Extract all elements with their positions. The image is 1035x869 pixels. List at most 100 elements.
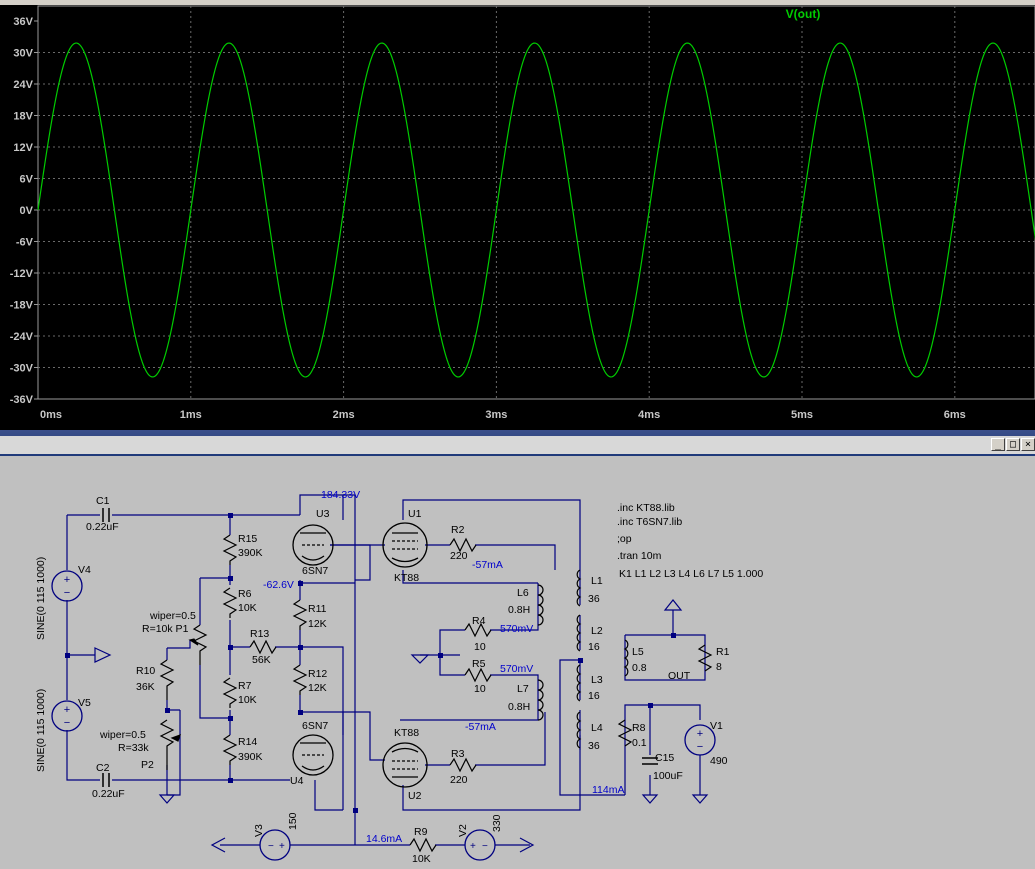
label-l6-value: 0.8H: [508, 604, 530, 616]
voltage-source-v2[interactable]: + −: [464, 829, 496, 861]
label-r2: R2: [451, 524, 465, 536]
inductor-coils[interactable]: [537, 569, 629, 749]
x-tick-label: 1ms: [180, 409, 202, 421]
label-v4: V4: [78, 564, 91, 576]
y-tick-label: 0V: [20, 205, 34, 217]
potentiometer-p1[interactable]: [188, 624, 208, 665]
y-tick-label: 36V: [13, 16, 33, 28]
y-tick-label: -24V: [10, 331, 34, 343]
label-l5: L5: [632, 646, 644, 658]
x-tick-label: 5ms: [791, 409, 813, 421]
y-tick-label: -18V: [10, 300, 34, 312]
trace-label-v-out[interactable]: V(out): [786, 7, 821, 21]
voltage-source-v3[interactable]: − +: [259, 829, 291, 861]
op-u1-current: -57mA: [472, 559, 503, 571]
resistor-zigzags[interactable]: [159, 534, 713, 853]
label-l7-value: 0.8H: [508, 701, 530, 713]
label-v1: V1: [710, 720, 723, 732]
label-r15: R15: [238, 533, 257, 545]
y-tick-label: 18V: [13, 111, 33, 123]
resistor-r7: [222, 677, 238, 708]
label-l7: L7: [517, 683, 529, 695]
potentiometer-p2[interactable]: [159, 719, 181, 770]
inductor-l2: [576, 614, 582, 652]
x-tick-label: 2ms: [333, 409, 355, 421]
trace-v-out[interactable]: [37, 42, 1035, 378]
spice-directives[interactable]: .inc KT88.lib .inc T6SN7.lib ;op .tran 1…: [617, 502, 763, 580]
label-p1-wiper: wiper=0.5: [149, 610, 196, 622]
x-tick-label: 0ms: [40, 409, 62, 421]
y-tick-label: -36V: [10, 394, 34, 406]
schematic-pane[interactable]: _ □ × + −: [0, 430, 1035, 869]
svg-text:−: −: [482, 841, 488, 852]
label-r10: R10: [136, 665, 155, 677]
label-v2-value: 330: [491, 814, 503, 832]
label-r8: R8: [632, 722, 646, 734]
y-tick-label: 24V: [13, 79, 33, 91]
label-v1-value: 490: [710, 755, 728, 767]
minimize-button[interactable]: _: [991, 438, 1005, 451]
label-c1-value: 0.22uF: [86, 521, 119, 533]
label-out: OUT: [668, 670, 691, 682]
schematic-canvas[interactable]: + −: [0, 430, 1035, 869]
resistor-r3: [449, 757, 477, 773]
resistor-r14: [222, 734, 238, 765]
directive-tran: .tran 10m: [617, 550, 662, 562]
plot-area-border: [37, 5, 1035, 400]
resistor-r8: [617, 719, 633, 747]
resistor-r5: [464, 667, 492, 683]
directive-inc-kt88: .inc KT88.lib: [617, 502, 675, 514]
label-p1-value: R=10k P1: [142, 623, 189, 635]
label-c1: C1: [96, 495, 110, 507]
label-u3-value: 6SN7: [302, 565, 328, 577]
op-neg62v: -62.6V: [263, 579, 294, 591]
label-l1-value: 36: [588, 593, 600, 605]
label-r1: R1: [716, 646, 730, 658]
label-l2-value: 16: [588, 641, 600, 653]
label-r5: R5: [472, 658, 486, 670]
inductor-l7: [537, 679, 544, 721]
op-r4-voltage: 570mV: [500, 623, 533, 635]
directive-coupling: K1 L1 L2 L3 L4 L6 L7 L5 1.000: [619, 568, 763, 580]
tube-u3[interactable]: [292, 524, 334, 566]
capacitor-c1[interactable]: [102, 508, 110, 522]
resistor-r2: [449, 537, 477, 553]
label-c2-value: 0.22uF: [92, 788, 125, 800]
tube-u2[interactable]: [382, 742, 428, 788]
inductor-l4: [576, 711, 582, 749]
label-v3: V3: [253, 824, 265, 837]
waveform-chart[interactable]: 36V30V24V18V12V6V0V-6V-12V-18V-24V-30V-3…: [0, 0, 1035, 430]
label-r6-value: 10K: [238, 602, 257, 614]
label-r14-value: 390K: [238, 751, 263, 763]
label-v3-value: 150: [287, 812, 299, 830]
label-l3-value: 16: [588, 690, 600, 702]
component-labels: C1 0.22uF C2 0.22uF V4 V5 SINE(0 115 100…: [35, 495, 730, 865]
label-p2: P2: [141, 759, 154, 771]
label-r15-value: 390K: [238, 547, 263, 559]
op-184v: 184.33V: [321, 489, 360, 501]
label-c15-value: 100uF: [653, 770, 683, 782]
label-l4-value: 36: [588, 740, 600, 752]
y-tick-label: 6V: [20, 174, 34, 186]
label-u4-value: 6SN7: [302, 720, 328, 732]
label-r11-value: 12K: [308, 618, 327, 630]
capacitor-c15[interactable]: [642, 757, 658, 765]
label-r7: R7: [238, 680, 252, 692]
ground-symbols: [158, 599, 709, 853]
resistor-r1: [697, 644, 713, 672]
inductor-l5: [623, 639, 629, 677]
tube-u4[interactable]: [292, 734, 334, 776]
label-u3: U3: [316, 508, 330, 520]
label-r6: R6: [238, 588, 252, 600]
label-r13: R13: [250, 628, 269, 640]
label-l3: L3: [591, 674, 603, 686]
plot-top-border: [0, 0, 1035, 5]
label-r8-value: 0.1: [632, 737, 647, 749]
tube-u1[interactable]: [382, 522, 428, 568]
capacitor-c2[interactable]: [102, 773, 110, 787]
label-p2-value: R=33k: [118, 742, 149, 754]
svg-text:−: −: [268, 841, 274, 852]
restore-button[interactable]: □: [1006, 438, 1020, 451]
